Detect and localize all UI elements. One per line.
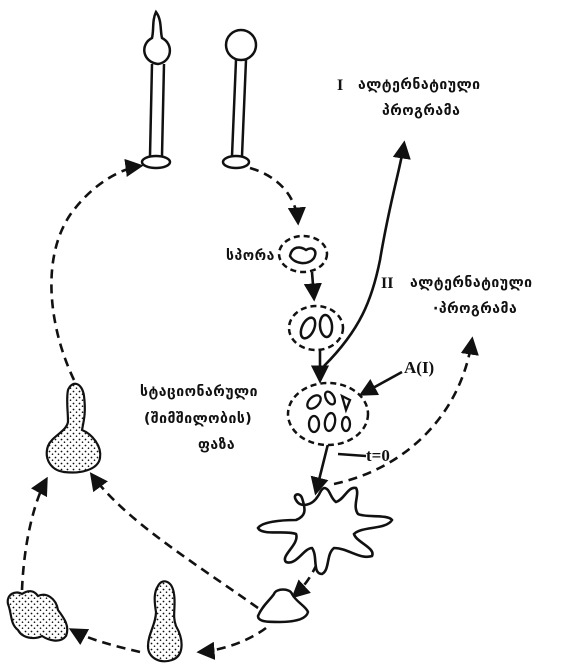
time-marker-line [338, 454, 366, 456]
arrow-spore-to-germination [312, 272, 314, 298]
program2-label-line2: ·პროგრამა [433, 301, 517, 317]
program1-label-line1: ალტერნატიული [358, 77, 481, 93]
fruiting-body-left [142, 12, 170, 168]
arrow-signal-to-stationary [362, 372, 402, 394]
stationary-label-line3: ფაზა [198, 437, 235, 453]
stationary-phase-cells [288, 383, 368, 445]
mound [258, 590, 308, 623]
arrow-slug-to-fruiting [51, 166, 140, 380]
signal-label: A(I) [404, 358, 434, 378]
arrow-mound-to-slug-lower [200, 628, 266, 652]
spore-label: სპორა [226, 248, 275, 264]
slug-standing [47, 384, 100, 473]
germinating-spore [289, 306, 343, 350]
fruiting-body-right [223, 30, 256, 168]
arrow-blob-to-slug [22, 480, 46, 590]
aggregation-centre [258, 488, 392, 574]
stationary-label-line2: (შიმშილობის) [144, 411, 252, 427]
time-zero-label: t=0 [366, 446, 390, 466]
slug-upright [148, 581, 182, 661]
program2-numeral: II [381, 275, 393, 293]
program2-label-line1: ალტერნატიული [410, 275, 533, 291]
program1-numeral: I [337, 77, 343, 95]
program1-label-line2: პროგრამა [382, 103, 460, 119]
arrow-slug-to-slug [72, 630, 140, 652]
arrow-fruiting-to-spore [250, 168, 298, 222]
slug-crawling [8, 591, 68, 640]
arrow-mound-to-slug-upper [92, 475, 258, 608]
cycle-arrows [22, 166, 472, 652]
spore [279, 236, 327, 272]
stationary-label-line1: სტაციონარული [140, 384, 258, 400]
arrow-stationary-to-aggregate [316, 444, 328, 492]
